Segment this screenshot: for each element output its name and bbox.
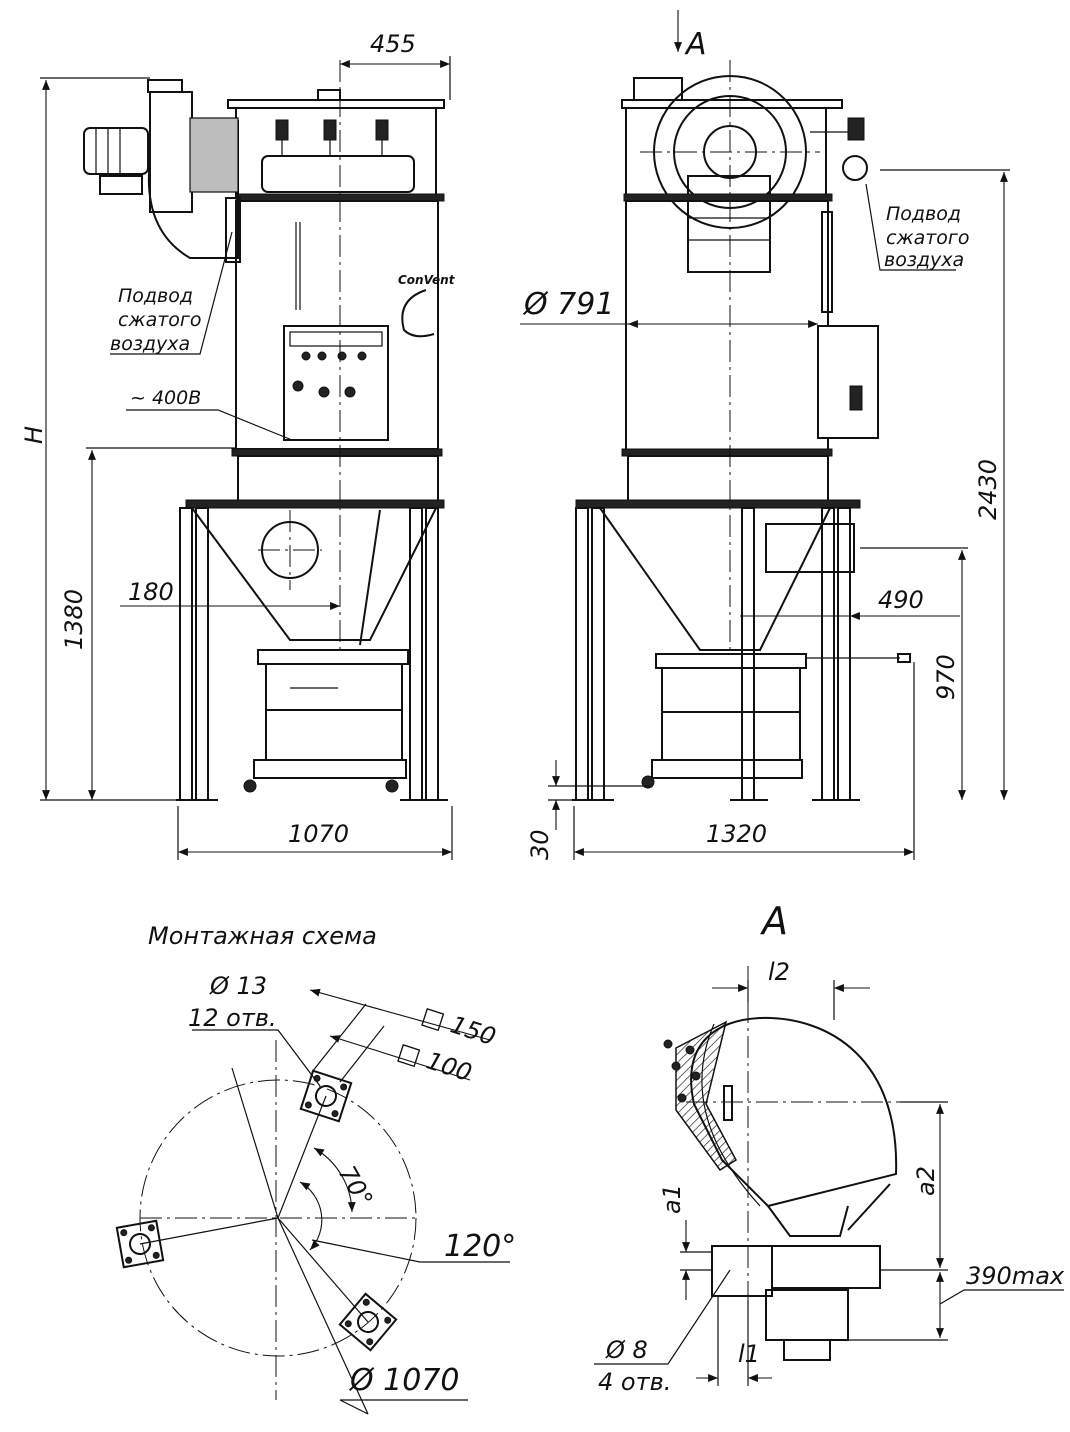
dim-455: 455 [370, 30, 416, 58]
mounting-plate-bottom [338, 1292, 398, 1352]
mounting-plate-left [115, 1219, 165, 1269]
view-arrow-a: A [684, 27, 707, 62]
hole-count-12: 12 отв. [188, 1004, 277, 1032]
svg-text:воздуха: воздуха [110, 333, 190, 355]
circle-dia-1070: Ø 1070 [348, 1363, 460, 1398]
pulse-valves [275, 119, 389, 156]
dim-a2: a2 [912, 1166, 940, 1196]
dim-1070-front: 1070 [288, 820, 349, 848]
dim-h: H [20, 426, 48, 444]
svg-text:сжатого: сжатого [886, 227, 970, 249]
dim-a1: a1 [658, 1184, 686, 1214]
dim-791: Ø 791 [522, 287, 614, 322]
mounting-title: Монтажная схема [148, 922, 377, 950]
dim-2430: 2430 [974, 459, 1002, 520]
front-view: ConVent [20, 30, 456, 860]
note-air-front: Подвод сжатого воздуха [110, 231, 233, 355]
svg-text:Подвод: Подвод [886, 203, 961, 225]
dim-1320: 1320 [706, 820, 767, 848]
svg-text:~ 400В: ~ 400В [130, 387, 201, 409]
view-a-title: A [759, 899, 788, 943]
support-legs [176, 507, 448, 801]
control-box [283, 325, 389, 441]
svg-text:воздуха: воздуха [884, 249, 964, 271]
plate-100: □ 100 [394, 1037, 475, 1087]
svg-text:Подвод: Подвод [118, 285, 193, 307]
hole-dia-13: Ø 13 [209, 972, 267, 1000]
note-air-side: Подвод сжатого воздуха [865, 183, 970, 271]
side-view: A [520, 10, 1010, 860]
dim-490: 490 [878, 586, 924, 614]
mounting-scheme: Монтажная схема 70° [115, 922, 516, 1415]
dim-180: 180 [128, 578, 174, 606]
dim-970: 970 [932, 654, 960, 700]
dim-1380: 1380 [60, 589, 88, 650]
plate-150: □ 150 [418, 1001, 499, 1051]
hole-count-4: 4 отв. [598, 1368, 671, 1396]
dim-l2: l2 [768, 958, 790, 986]
view-a: A l2 a2 390max a1 [594, 899, 1065, 1396]
fan-assembly [83, 79, 241, 263]
hole-dia-8: Ø 8 [605, 1336, 648, 1364]
dim-390max: 390max [966, 1262, 1065, 1290]
angle-70: 70° [333, 1161, 379, 1212]
mounting-plate-top [299, 1069, 353, 1123]
svg-text:ConVent: ConVent [398, 273, 456, 287]
dim-30: 30 [526, 829, 554, 860]
dim-l1: l1 [738, 1340, 760, 1368]
note-power: ~ 400В [126, 387, 293, 441]
svg-text:сжатого: сжатого [118, 309, 202, 331]
angle-120: 120° [444, 1229, 516, 1264]
dust-bin [243, 649, 409, 793]
